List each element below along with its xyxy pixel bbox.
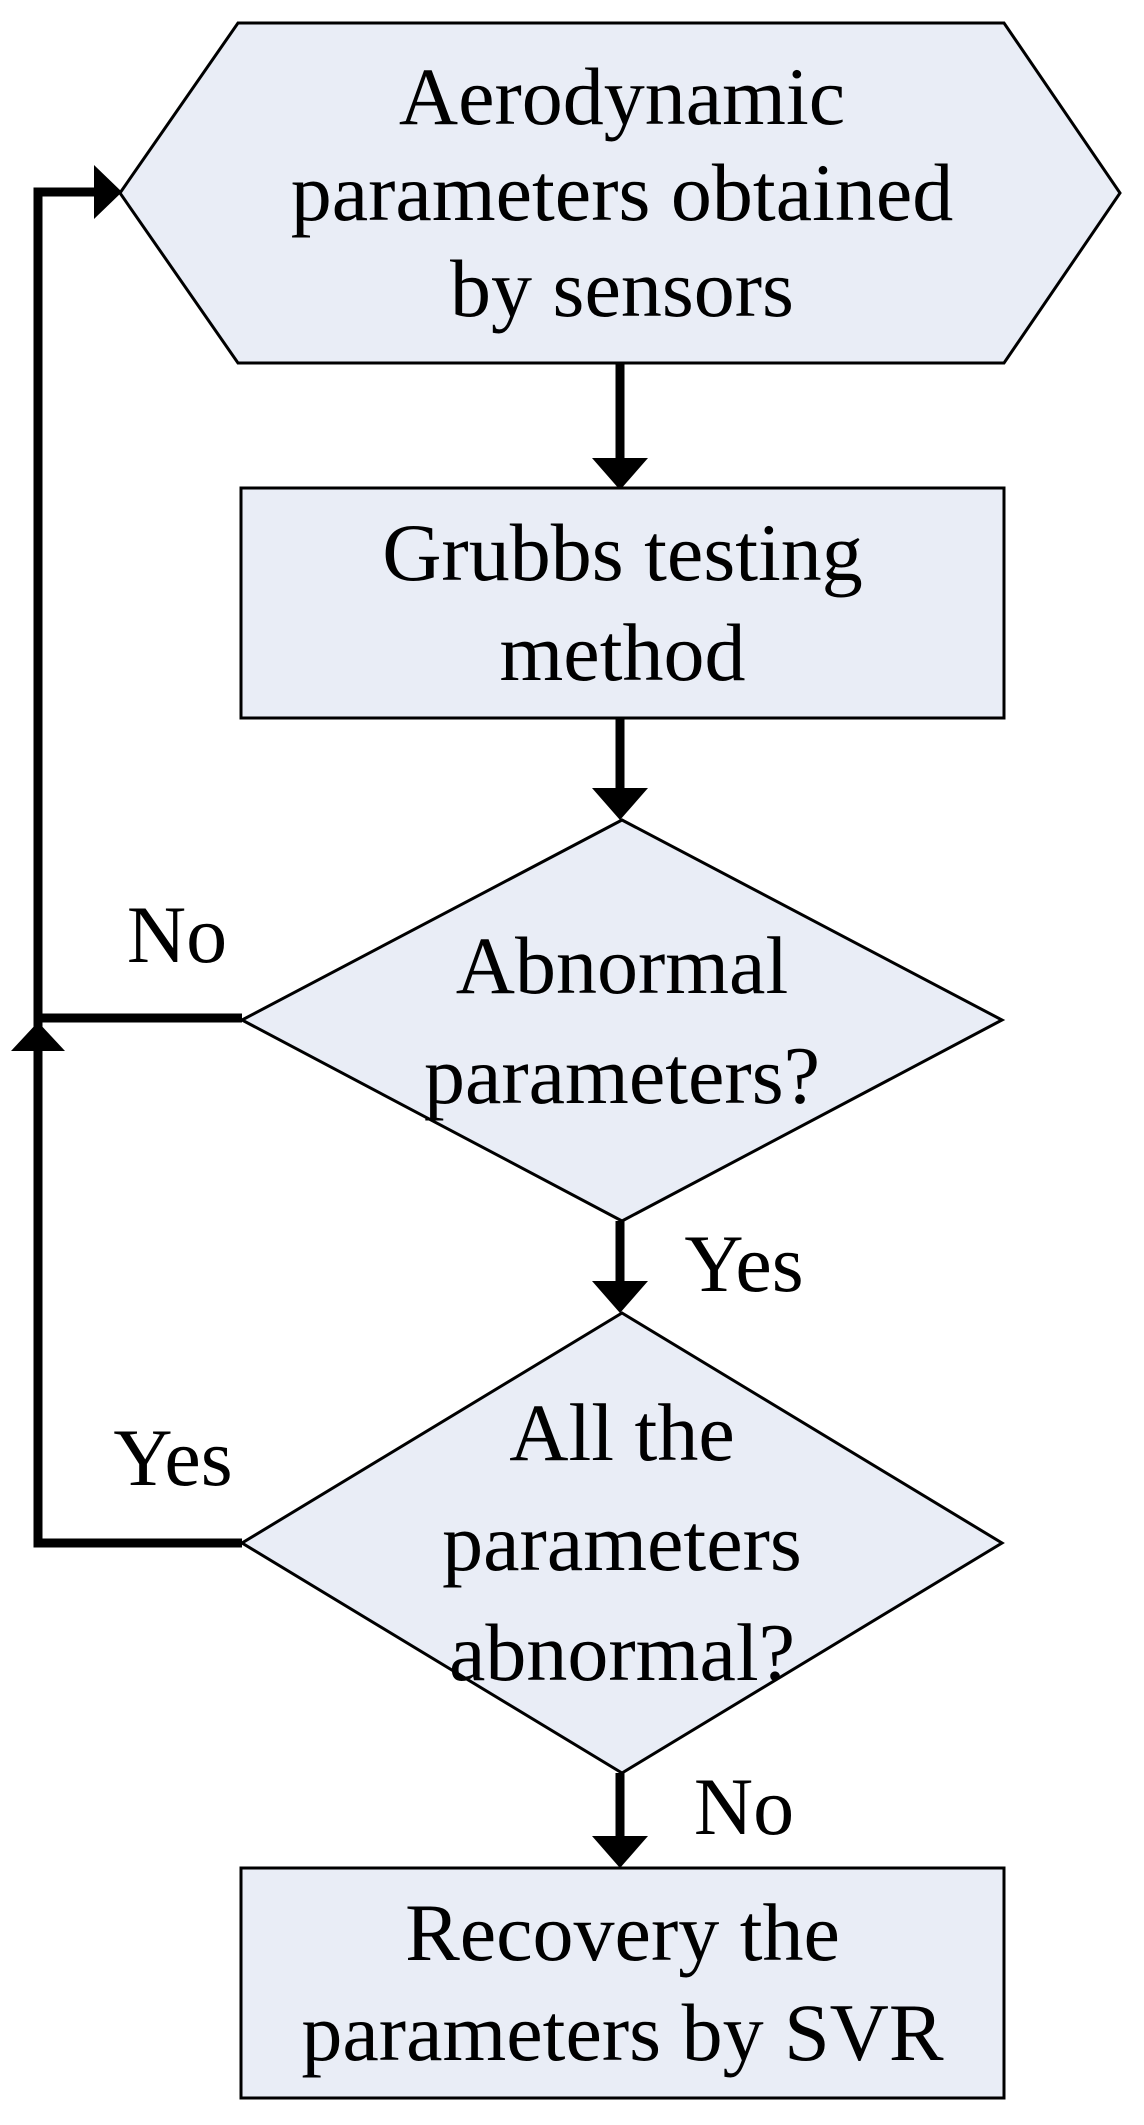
- arrowhead-grubbs-abnormal: [592, 788, 648, 820]
- arrowhead-feedback-up: [11, 1022, 65, 1051]
- arrowhead-allabnormal-recovery: [592, 1836, 648, 1868]
- arrowhead-into-hexagon: [94, 165, 122, 219]
- node-sensors-hexagon: [118, 21, 1122, 365]
- node-recovery-rect: [239, 1866, 1006, 2100]
- arrowhead-sensors-grubbs: [592, 458, 648, 490]
- node-allabnormal-diamond: [239, 1311, 1005, 1775]
- feedback-loop-line: [33, 187, 242, 1548]
- node-abnormal-diamond: [238, 818, 1006, 1223]
- node-grubbs-rect: [239, 486, 1006, 720]
- arrowhead-abnormal-allabnormal: [592, 1281, 648, 1313]
